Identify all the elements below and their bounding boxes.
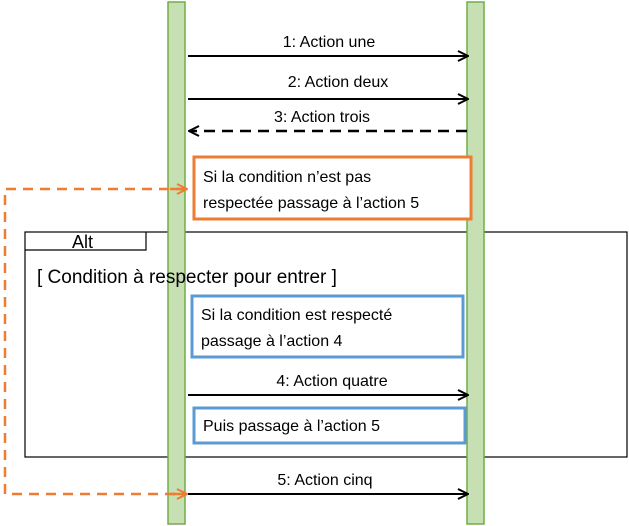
skip-path-orange	[3, 187, 186, 496]
message-label-4: 4: Action quatre	[276, 373, 387, 390]
note-blue-1-line1: Si la condition est respecté	[201, 307, 392, 324]
alt-frame	[24, 231, 628, 458]
note-orange-line1: Si la condition n’est pas	[203, 169, 371, 186]
note-orange	[192, 155, 473, 221]
note-blue-1-line2: passage à l’action 4	[201, 333, 343, 350]
lifeline-left	[167, 1, 186, 525]
message-label-1: 1: Action une	[283, 34, 376, 51]
note-blue-1	[190, 294, 465, 359]
note-blue-2-line1: Puis passage à l’action 5	[203, 418, 380, 435]
lifeline-right	[466, 1, 485, 525]
note-orange-line2: respectée passage à l’action 5	[203, 195, 419, 212]
alt-frame-tag: Alt	[72, 232, 93, 252]
alt-guard-condition: [ Condition à respecter pour entrer ]	[37, 267, 337, 288]
message-label-2: 2: Action deux	[288, 74, 389, 91]
message-label-3: 3: Action trois	[274, 109, 370, 126]
alt-frame-tab	[25, 232, 147, 251]
message-label-5: 5: Action cinq	[277, 472, 372, 489]
note-blue-2	[192, 406, 467, 445]
